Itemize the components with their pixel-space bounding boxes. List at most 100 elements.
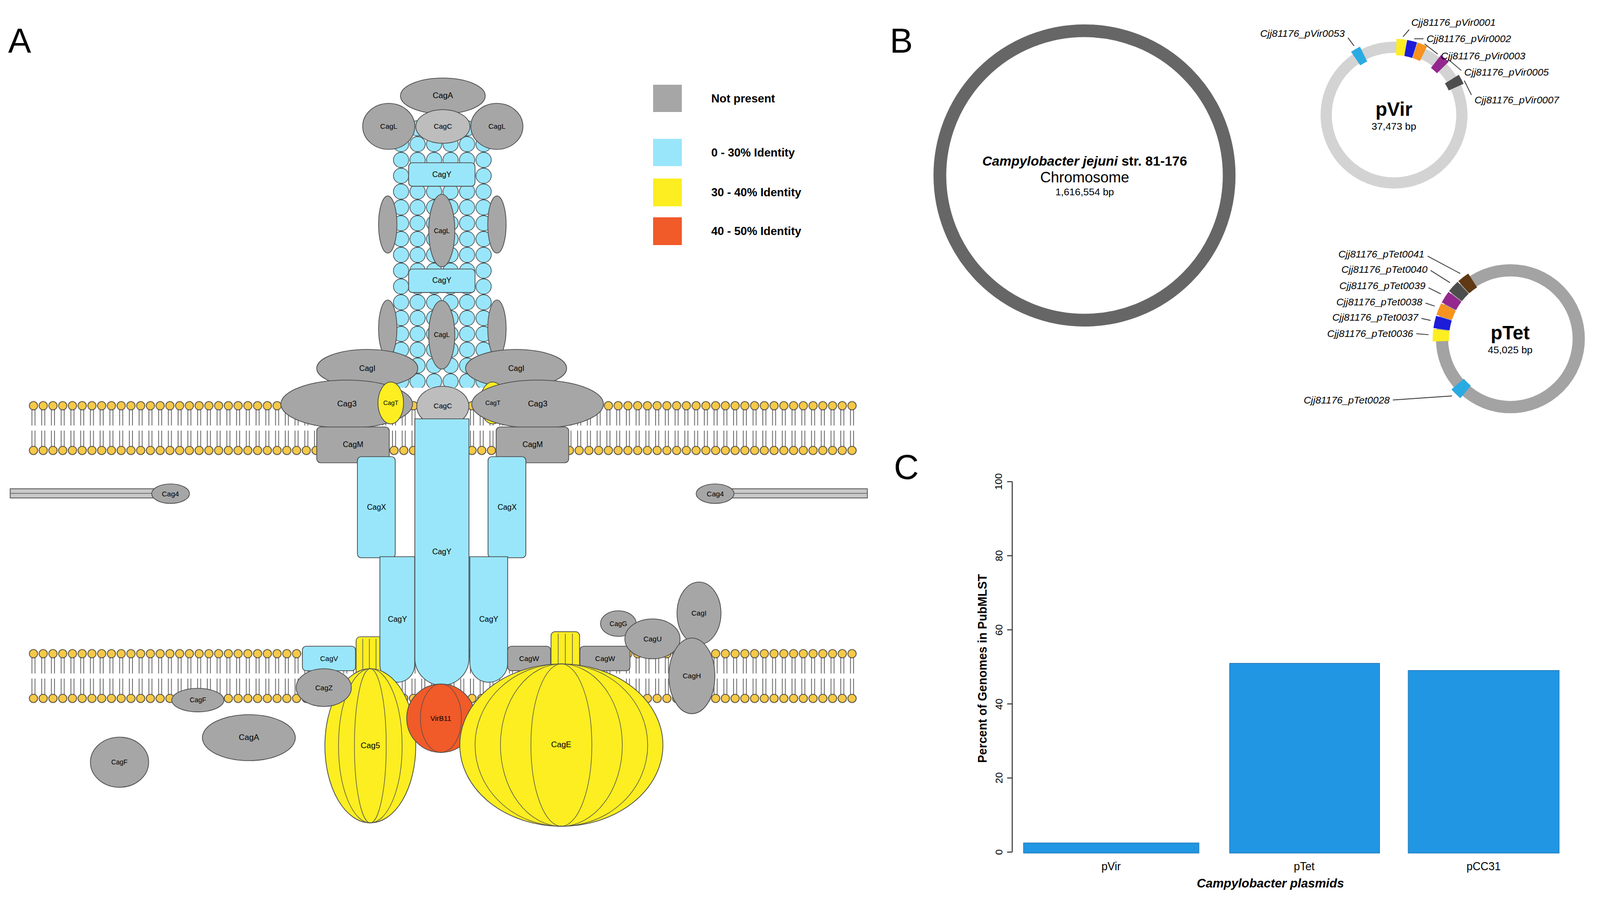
gene-segment <box>1412 241 1600 436</box>
shape-outline <box>151 483 190 504</box>
text-line: CagT <box>383 399 399 407</box>
node-label-group: CagZ <box>315 683 334 692</box>
text-line: CagC <box>433 122 452 131</box>
axis-tick <box>1007 555 1013 556</box>
text-line: Cag5 <box>360 740 381 751</box>
text-line: CagU <box>643 634 662 644</box>
node-text: CagI <box>508 363 525 373</box>
node-text: CagY <box>432 547 452 557</box>
shape-outline <box>624 618 680 659</box>
node-text: Cag3 <box>337 399 357 409</box>
node-text: CagA <box>238 732 260 743</box>
gene-label: Cjj81176_pTet0036 <box>1327 327 1414 340</box>
node-text: CagZ <box>315 683 334 692</box>
shape-outline <box>408 268 476 293</box>
node-label-group: CagI <box>508 363 525 373</box>
text-line: 45,025 bp <box>1488 344 1533 356</box>
node-label-group: CagA <box>238 732 260 743</box>
protein-subunit: CagT <box>377 381 404 425</box>
leader-line <box>1424 44 1438 55</box>
node-text: CagL <box>488 122 506 132</box>
text-line: CagI <box>359 363 376 373</box>
node-text: Campylobacter jejuni <box>982 152 1118 169</box>
text-line: CagF <box>111 757 128 767</box>
shape-outline <box>90 736 149 788</box>
node-text: CagG <box>609 619 628 628</box>
node-text: CagX <box>366 502 387 512</box>
shape-outline <box>469 556 508 682</box>
text-line: 37,473 bp <box>1371 120 1416 133</box>
legend-text: 30 - 40% Identity <box>711 185 801 200</box>
node-label-group: Cag3 <box>528 399 548 409</box>
protein-subunit: CagX <box>487 455 527 558</box>
node-text: CagI <box>691 608 707 618</box>
node-label-group: CagC <box>433 122 452 131</box>
node-text: CagY <box>432 276 452 286</box>
legend-text: 0 - 30% Identity <box>711 145 795 160</box>
protein-subunit: CagF <box>89 736 150 788</box>
protein-subunit: CagL <box>428 193 456 267</box>
gene-label: Cjj81176_pVir0001 <box>1411 16 1496 29</box>
leader-line <box>1427 255 1461 274</box>
shape-outline <box>357 456 396 558</box>
protein-subunit: CagU <box>624 618 681 659</box>
ring-outline <box>940 30 1230 321</box>
leader-line <box>1425 302 1435 306</box>
tick-label: 60 <box>993 623 1005 635</box>
tick-label: 20 <box>993 772 1005 784</box>
text-line: VirB11 <box>430 713 452 723</box>
node-label-group: CagU <box>643 634 662 644</box>
node-label-group: pVir37,473 bp <box>1371 98 1416 133</box>
node-text: CagC <box>433 122 452 131</box>
protein-subunit: CagL <box>362 102 416 150</box>
axis-tick <box>1007 777 1013 778</box>
node-text: CagL <box>380 122 398 132</box>
text-line: CagW <box>595 654 616 663</box>
legend-swatch <box>653 217 682 245</box>
node-label-group: CagF <box>111 757 128 767</box>
gene-label: Cjj81176_pTet0028 <box>1303 394 1390 406</box>
leader-line <box>1464 80 1472 95</box>
node-text: Cag5 <box>360 740 381 751</box>
node-label-group: CagX <box>497 502 517 512</box>
shape-outline <box>459 663 664 826</box>
node-text: CagH <box>682 671 701 680</box>
gene-segment <box>1416 244 1600 433</box>
text-line: pTet <box>1490 321 1530 345</box>
legend-text: 40 - 50% Identity <box>711 224 801 238</box>
text-line: CagH <box>682 671 701 680</box>
node-text: CagW <box>519 654 540 663</box>
node-label-group: CagL <box>433 226 450 235</box>
shape-outline <box>296 668 352 707</box>
segment-line <box>354 668 387 823</box>
text-line: CagY <box>432 547 452 557</box>
bar <box>1023 842 1200 853</box>
protein-subunit: CagX <box>356 455 396 558</box>
node-label-group: CagV <box>320 654 339 663</box>
gene-segment <box>1412 240 1600 437</box>
node-label-group: CagM <box>343 440 364 450</box>
node-text: CagM <box>522 440 544 450</box>
protein-subunit: CagI <box>676 581 722 645</box>
node-label-group: CagI <box>359 363 376 373</box>
leader-line <box>1402 29 1410 37</box>
node-text: CagE <box>551 739 572 750</box>
shape-outline <box>280 379 413 428</box>
atpase-protein: CagE <box>459 663 664 827</box>
node-label-group: CagI <box>691 608 707 618</box>
node-label-group: pTet45,025 bp <box>1488 321 1533 356</box>
segment-line <box>420 683 462 753</box>
node-text: pVir <box>1375 98 1413 121</box>
node-text: 37,473 bp <box>1371 120 1416 133</box>
text-line: CagX <box>497 502 517 512</box>
text-line: CagY <box>432 169 452 179</box>
gene-segment <box>1307 29 1480 202</box>
tower-lobe <box>487 195 506 253</box>
protein-subunit: CagF <box>171 687 225 712</box>
node-label-group: CagY <box>432 547 452 557</box>
node-text: VirB11 <box>430 713 452 723</box>
text-line: CagG <box>609 619 628 628</box>
text-line: Cag3 <box>337 399 357 409</box>
protein-subunit: Cag4 <box>695 483 735 504</box>
